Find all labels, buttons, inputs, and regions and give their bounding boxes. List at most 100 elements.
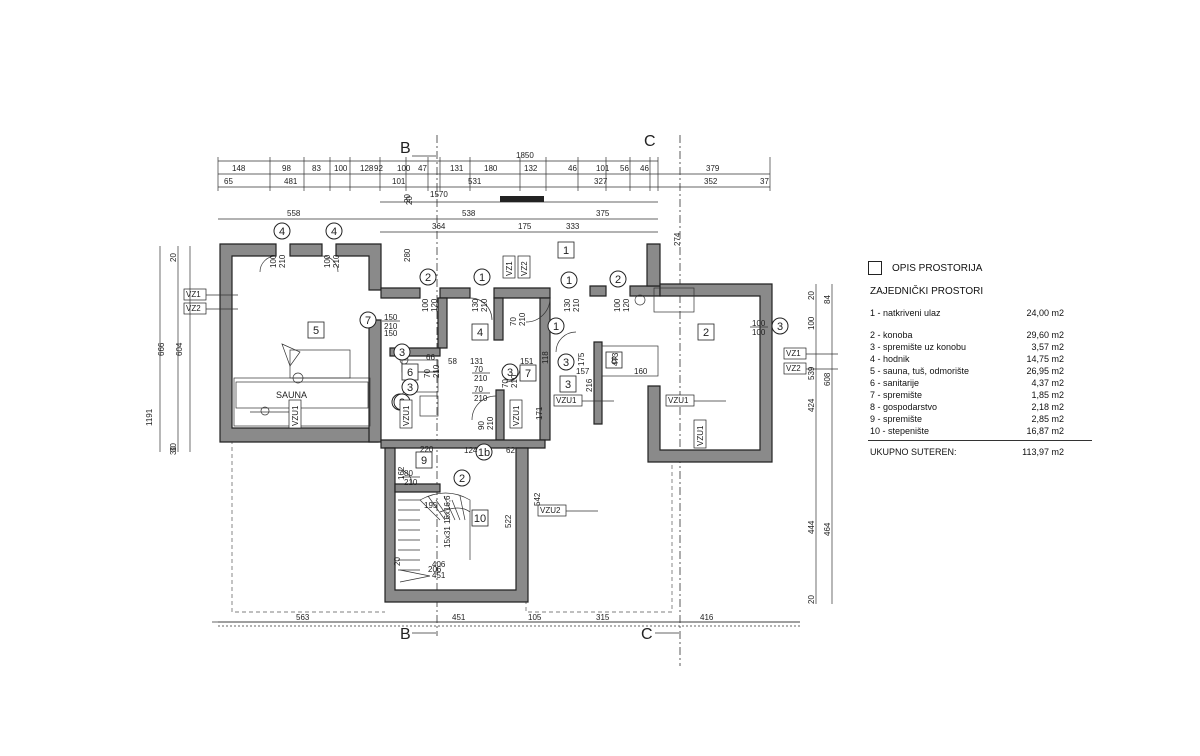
svg-text:70: 70 bbox=[501, 379, 510, 388]
dim-label: 92 bbox=[374, 164, 383, 173]
svg-text:210: 210 bbox=[432, 364, 441, 378]
svg-text:210: 210 bbox=[572, 298, 581, 312]
window-tag: VZ1 bbox=[783, 347, 838, 360]
dim-333: 333 bbox=[566, 222, 580, 231]
dim-label: 481 bbox=[284, 177, 298, 186]
svg-text:VZ2: VZ2 bbox=[786, 364, 801, 373]
door-marker: 2 bbox=[609, 270, 627, 288]
dim-label: 65 bbox=[224, 177, 233, 186]
dim-1570: 1570 bbox=[430, 190, 448, 199]
door-marker: 4 bbox=[273, 222, 291, 240]
svg-text:3: 3 bbox=[507, 367, 513, 379]
window-tag: VZU1 bbox=[509, 399, 523, 429]
legend-room-area: 1,85 m2 bbox=[1031, 390, 1064, 400]
window-tag: VZ1 bbox=[183, 288, 238, 301]
dim-label: 150 bbox=[384, 329, 398, 338]
legend-room-area: 4,37 m2 bbox=[1031, 378, 1064, 388]
svg-text:VZU2: VZU2 bbox=[540, 506, 561, 515]
dim-label: 444 bbox=[807, 520, 816, 534]
dim-label: 604 bbox=[175, 342, 184, 356]
svg-text:210: 210 bbox=[278, 254, 287, 268]
dim-label: 280 bbox=[403, 248, 412, 262]
window-tag: VZU1 bbox=[693, 419, 707, 449]
dim-label: 47 bbox=[418, 164, 427, 173]
legend-box-icon bbox=[868, 261, 882, 275]
dim-20: 20 bbox=[403, 194, 412, 203]
dim-label: 327 bbox=[594, 177, 608, 186]
svg-text:70: 70 bbox=[423, 369, 432, 378]
dim-label: 20 bbox=[807, 291, 816, 300]
room-number: 4 bbox=[471, 323, 489, 341]
dim-label: 66 bbox=[426, 353, 435, 362]
svg-text:210: 210 bbox=[332, 254, 341, 268]
dim-label: 206 bbox=[428, 565, 442, 574]
legend-room-area: 26,95 m2 bbox=[1026, 366, 1064, 376]
svg-text:1: 1 bbox=[553, 321, 559, 333]
room-number: 9 bbox=[415, 451, 433, 469]
door-marker: 2 bbox=[453, 469, 471, 487]
window-tag: VZ2 bbox=[183, 302, 238, 315]
svg-text:210: 210 bbox=[384, 322, 398, 331]
dim-label: 20 bbox=[807, 595, 816, 604]
dim-label: 128 bbox=[360, 164, 374, 173]
dim-label: 315 bbox=[596, 613, 610, 622]
svg-text:2: 2 bbox=[459, 473, 465, 485]
dim-label: 416 bbox=[700, 613, 714, 622]
door-marker: 3 bbox=[401, 378, 419, 396]
dim-label: 84 bbox=[823, 295, 832, 304]
room-number: 8 bbox=[605, 351, 623, 369]
svg-text:130: 130 bbox=[563, 298, 572, 312]
legend-room-name: 5 - sauna, tuš, odmorište bbox=[870, 366, 970, 376]
dim-label: 195 bbox=[424, 501, 438, 510]
dim-label: 542 bbox=[533, 492, 542, 506]
svg-text:210: 210 bbox=[510, 374, 519, 388]
svg-text:210: 210 bbox=[474, 394, 488, 403]
svg-text:130: 130 bbox=[471, 298, 480, 312]
room-number: 5 bbox=[307, 321, 325, 339]
svg-text:210: 210 bbox=[480, 298, 489, 312]
door-marker: 1 bbox=[473, 268, 491, 286]
dim-label: 46 bbox=[568, 164, 577, 173]
svg-text:VZU1: VZU1 bbox=[402, 405, 411, 426]
svg-text:4: 4 bbox=[477, 327, 483, 339]
dim-label: 151 bbox=[520, 357, 534, 366]
svg-text:150: 150 bbox=[384, 313, 398, 322]
dim-label: 162 bbox=[397, 466, 406, 480]
svg-text:2: 2 bbox=[615, 274, 621, 286]
dim-label: 539 bbox=[807, 366, 816, 380]
svg-text:10: 10 bbox=[474, 513, 486, 525]
legend-subtitle: ZAJEDNIČKI PROSTORI bbox=[870, 286, 984, 297]
dim-label: 101 bbox=[392, 177, 406, 186]
legend-room-area: 2,18 m2 bbox=[1031, 402, 1064, 412]
dim-label: 132 bbox=[524, 164, 538, 173]
svg-text:1: 1 bbox=[563, 245, 569, 257]
dim-label: 175 bbox=[577, 352, 586, 366]
dim-label: 30 bbox=[169, 446, 178, 455]
legend-total-label: UKUPNO SUTEREN: bbox=[870, 447, 957, 457]
svg-text:VZU1: VZU1 bbox=[512, 405, 521, 426]
door-marker: 2 bbox=[419, 268, 437, 286]
dim-label: 473 bbox=[611, 352, 620, 366]
svg-text:70: 70 bbox=[509, 317, 518, 326]
door-marker: 1b bbox=[475, 443, 493, 461]
legend-room-area: 16,87 m2 bbox=[1026, 426, 1064, 436]
legend-separator bbox=[868, 440, 1092, 441]
svg-text:210: 210 bbox=[404, 478, 418, 487]
svg-text:70: 70 bbox=[474, 385, 483, 394]
svg-text:100: 100 bbox=[421, 298, 430, 312]
door-marker: 7 bbox=[359, 311, 377, 329]
svg-text:4: 4 bbox=[331, 226, 337, 238]
svg-text:100: 100 bbox=[613, 298, 622, 312]
dim-label: 451 bbox=[432, 571, 446, 580]
dim-175: 175 bbox=[518, 222, 532, 231]
svg-text:1: 1 bbox=[479, 272, 485, 284]
